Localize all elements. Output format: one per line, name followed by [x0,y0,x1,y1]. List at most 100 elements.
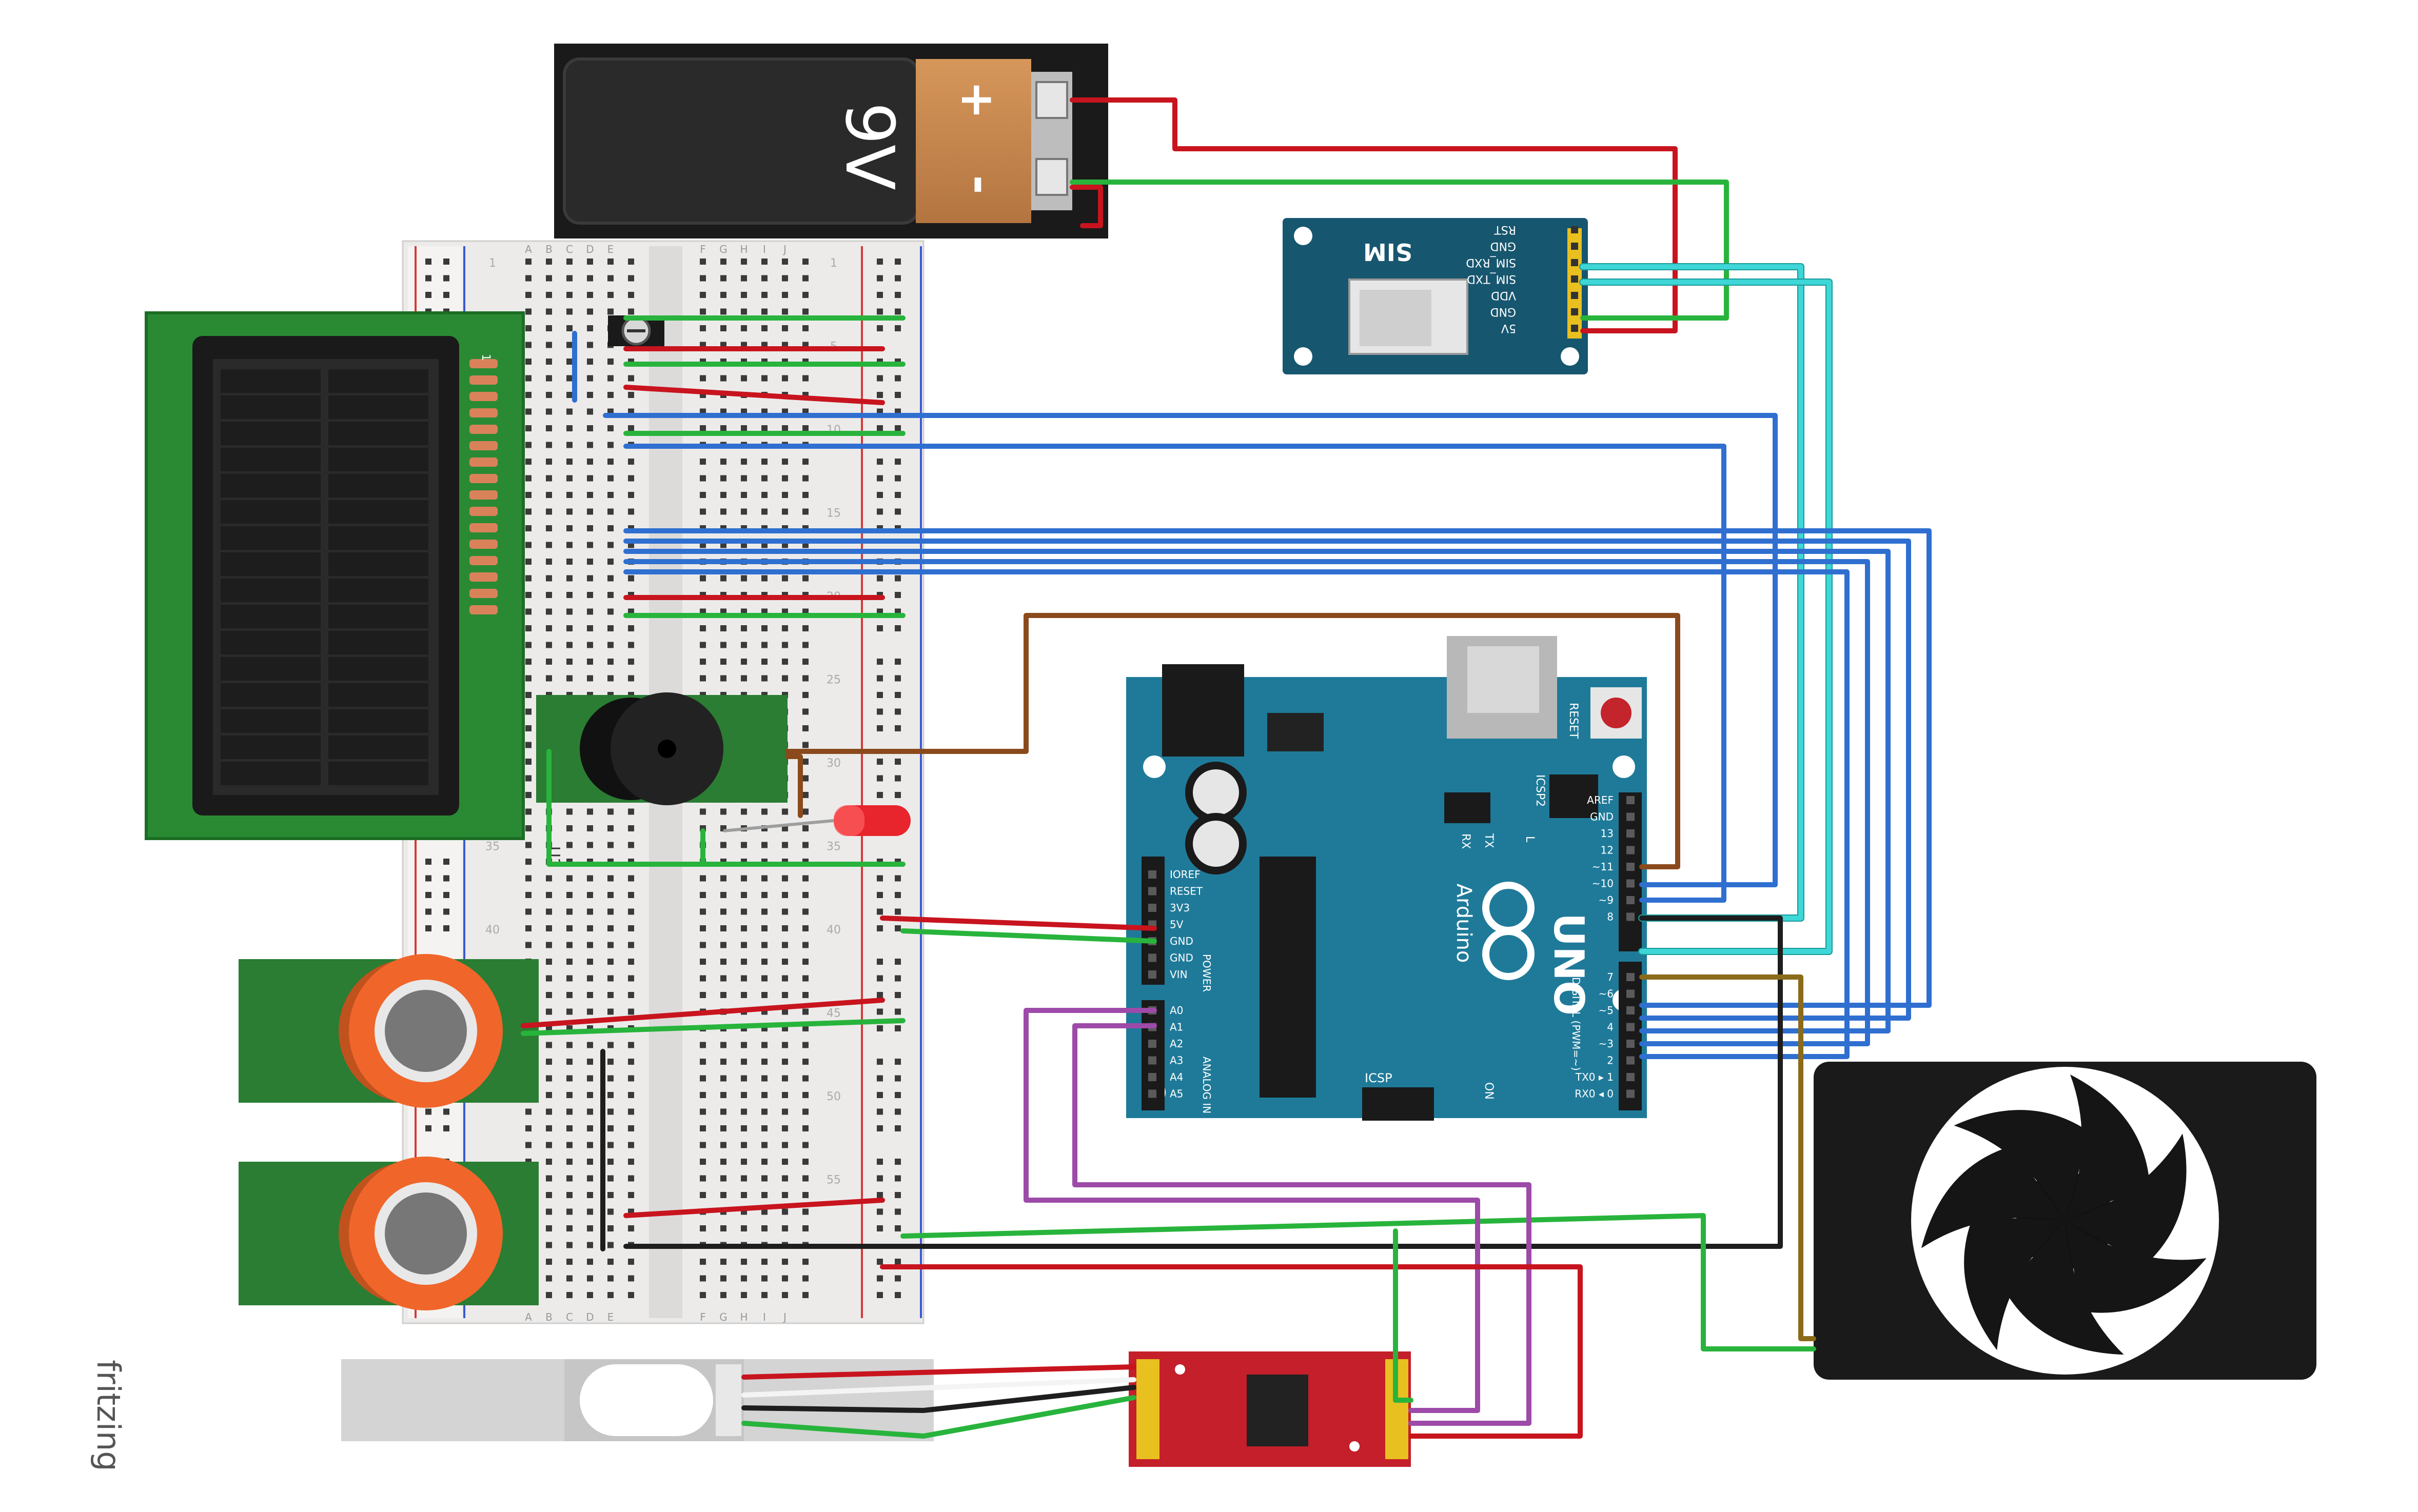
breadboard-rail-hole [425,892,431,898]
arduino-pin-label: 13 [1601,827,1614,840]
breadboard-hole [720,1292,726,1298]
breadboard-hole [628,892,634,898]
lcd-character-cell [328,709,428,733]
lcd-character-cell [328,422,428,445]
breadboard-hole [720,375,726,382]
breadboard-hole [587,575,593,582]
breadboard-hole [566,492,573,498]
breadboard-hole [607,608,614,615]
arduino-pin-label: ~9 [1599,894,1614,906]
breadboard-hole [628,825,634,831]
breadboard-hole [741,1075,747,1082]
breadboard-hole [587,625,593,631]
arduino-pin-label: A3 [1170,1055,1183,1067]
arduino-header-pin [1626,1006,1635,1014]
breadboard-hole [607,508,614,515]
breadboard-hole [700,258,706,265]
breadboard-hole [566,592,573,598]
breadboard-hole [741,892,747,898]
breadboard-hole [802,325,809,331]
breadboard-hole [525,775,532,782]
breadboard-hole [782,625,788,631]
breadboard-hole [525,408,532,415]
breadboard-hole [607,475,614,482]
breadboard-hole [782,1108,788,1115]
breadboard-hole [587,525,593,531]
breadboard-hole [761,1075,768,1082]
breadboard-rail-hole [877,1108,883,1115]
arduino-pin-label: 8 [1607,911,1614,923]
breadboard-hole [525,525,532,531]
breadboard-hole [566,1092,573,1098]
breadboard-hole [587,875,593,882]
breadboard-hole [782,1008,788,1015]
breadboard-rail-hole [877,975,883,982]
breadboard-hole [802,375,809,382]
arduino-pin-label: A0 [1170,1004,1183,1017]
breadboard-hole [607,575,614,582]
breadboard-hole [802,759,809,765]
breadboard-rail-hole [877,475,883,482]
breadboard-hole [607,642,614,648]
breadboard-rail-hole [443,1125,449,1131]
breadboard-hole [566,542,573,548]
breadboard-hole [525,258,532,265]
breadboard-hole [741,508,747,515]
breadboard-rail-hole [877,1259,883,1265]
arduino-pin-label: 7 [1607,971,1614,983]
breadboard-rail-hole [895,775,901,782]
breadboard-hole [761,992,768,998]
breadboard-hole [546,892,552,898]
breadboard-hole [546,1242,552,1248]
breadboard-rail-hole [425,258,431,265]
arduino-pin-label: 5V [1170,919,1184,931]
fan-blades [1921,1075,2207,1355]
breadboard-hole [782,425,788,431]
wire-arduino-gnd [900,928,1157,944]
breadboard-row-number: 35 [827,841,841,853]
breadboard-hole [587,959,593,965]
breadboard-hole [761,892,768,898]
breadboard-hole [628,1175,634,1182]
breadboard-hole [546,992,552,998]
breadboard-hole [741,425,747,431]
arduino-header-pin [1626,812,1635,821]
breadboard-hole [546,642,552,648]
breadboard-hole [546,942,552,948]
breadboard-hole [525,325,532,331]
breadboard-hole [782,875,788,882]
breadboard-hole [802,1008,809,1015]
breadboard-hole [607,308,614,315]
breadboard-hole [607,442,614,448]
breadboard-hole [802,659,809,665]
breadboard-hole [802,1108,809,1115]
breadboard-hole [607,1059,614,1065]
breadboard-hole [761,275,768,282]
breadboard-hole [587,425,593,431]
breadboard-hole [607,392,614,398]
breadboard-rail-hole [877,325,883,331]
breadboard-rail-hole [877,792,883,798]
breadboard-hole [587,325,593,331]
breadboard-hole [700,492,706,498]
arduino-header-pin [1626,879,1635,888]
breadboard-hole [525,875,532,882]
breadboard-hole [525,642,532,648]
breadboard-hole [546,542,552,548]
breadboard-hole [607,425,614,431]
breadboard-rail-hole [443,875,449,882]
breadboard-column-letter: A [525,1311,532,1323]
breadboard-rail-hole [895,1059,901,1065]
breadboard-hole [720,575,726,582]
breadboard-hole [761,1192,768,1198]
breadboard-hole [607,592,614,598]
breadboard-rail-hole [877,692,883,698]
breadboard-rail-hole [425,908,431,915]
fan-blade [1954,1110,2090,1221]
breadboard-rail-hole [877,625,883,631]
breadboard-hole [628,992,634,998]
breadboard-rail-hole [895,375,901,382]
